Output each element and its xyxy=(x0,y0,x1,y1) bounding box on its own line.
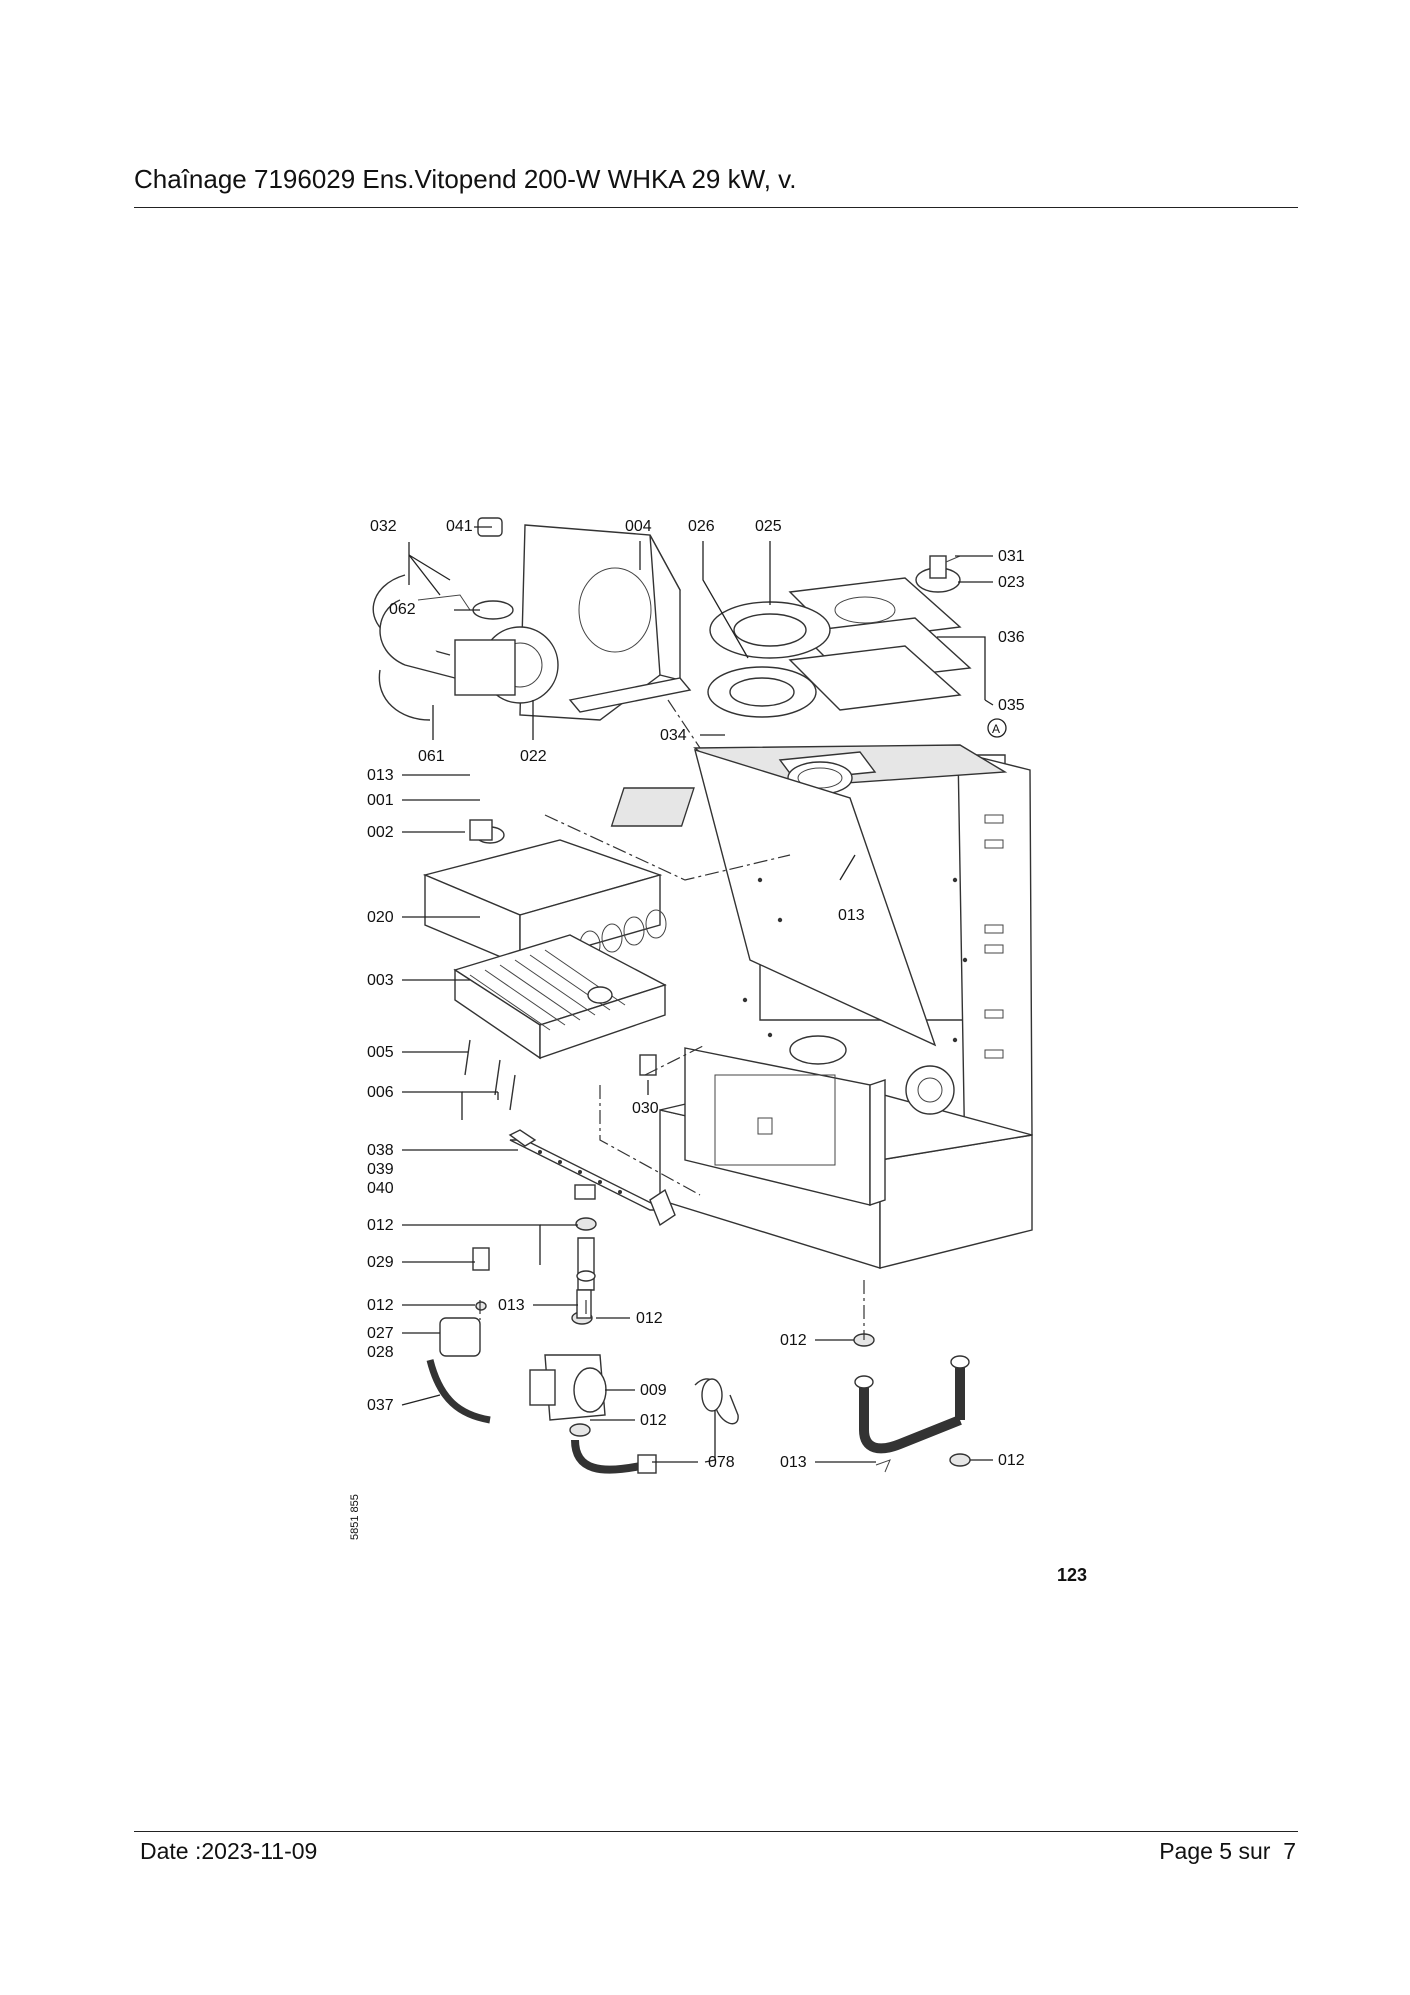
water-pipe xyxy=(853,1333,971,1473)
gas-pipe-fittings xyxy=(472,1217,597,1325)
bracket xyxy=(639,1054,657,1076)
label-028: 028 xyxy=(367,1344,394,1361)
label-012-a: 012 xyxy=(367,1217,394,1234)
drawing-code: 5851 855 xyxy=(349,1494,361,1540)
footer-date: Date :2023-11-09 xyxy=(140,1838,318,1864)
label-002: 002 xyxy=(367,824,394,841)
label-025: 025 xyxy=(755,518,782,535)
air-hoses xyxy=(372,574,471,721)
label-013-b: 013 xyxy=(838,907,865,924)
label-035: 035 xyxy=(998,697,1025,714)
label-078: 078 xyxy=(708,1454,735,1471)
label-061: 061 xyxy=(418,748,445,765)
label-005: 005 xyxy=(367,1044,394,1061)
label-030: 030 xyxy=(632,1100,659,1117)
label-012-e: 012 xyxy=(640,1412,667,1429)
heat-exchanger xyxy=(422,819,667,967)
label-013-d: 013 xyxy=(780,1454,807,1471)
label-001: 001 xyxy=(367,792,394,809)
label-041: 041 xyxy=(446,518,473,535)
flue-flanges xyxy=(707,601,831,718)
label-012-d: 012 xyxy=(780,1332,807,1349)
label-036: 036 xyxy=(998,629,1025,646)
label-027: 027 xyxy=(367,1325,394,1342)
label-006: 006 xyxy=(367,1084,394,1101)
drawing-page-number: 123 xyxy=(1057,1565,1087,1585)
boiler-cabinet xyxy=(610,718,1033,1269)
label-040: 040 xyxy=(367,1180,394,1197)
footer-rule xyxy=(134,1831,1298,1832)
fan-housing xyxy=(519,524,692,721)
siphon xyxy=(694,1378,739,1425)
label-039: 039 xyxy=(367,1161,394,1178)
label-020: 020 xyxy=(367,909,394,926)
marker-a: A xyxy=(992,722,1000,736)
label-004: 004 xyxy=(625,518,652,535)
label-037: 037 xyxy=(367,1397,394,1414)
label-012-b: 012 xyxy=(367,1297,394,1314)
label-013-c: 013 xyxy=(498,1297,525,1314)
label-013-a: 013 xyxy=(367,767,394,784)
label-032: 032 xyxy=(370,518,397,535)
air-pressure-switch xyxy=(915,555,961,593)
leader-lines xyxy=(401,526,994,1463)
gasket-frames xyxy=(788,577,972,711)
gas-valve xyxy=(426,1317,657,1474)
part-labels: 032 041 004 026 025 031 023 062 036 035 … xyxy=(367,518,1025,1471)
label-012-f: 012 xyxy=(998,1452,1025,1469)
combustion-fan xyxy=(454,517,559,704)
label-026: 026 xyxy=(688,518,715,535)
document-title: Chaînage 7196029 Ens.Vitopend 200-W WHKA… xyxy=(134,164,797,194)
label-062: 062 xyxy=(389,601,416,618)
label-022: 022 xyxy=(520,748,547,765)
label-031: 031 xyxy=(998,548,1025,565)
gas-manifold xyxy=(508,1129,676,1227)
label-038: 038 xyxy=(367,1142,394,1159)
footer-page-number: Page 5 sur 7 xyxy=(1159,1838,1296,1864)
label-023: 023 xyxy=(998,574,1025,591)
label-003: 003 xyxy=(367,972,394,989)
assembly-lines xyxy=(479,699,865,1340)
electrodes xyxy=(464,1039,516,1111)
label-034: 034 xyxy=(660,727,687,744)
label-029: 029 xyxy=(367,1254,394,1271)
label-009: 009 xyxy=(640,1382,667,1399)
burner xyxy=(453,934,667,1060)
label-012-c: 012 xyxy=(636,1310,663,1327)
header-rule xyxy=(134,207,1298,208)
